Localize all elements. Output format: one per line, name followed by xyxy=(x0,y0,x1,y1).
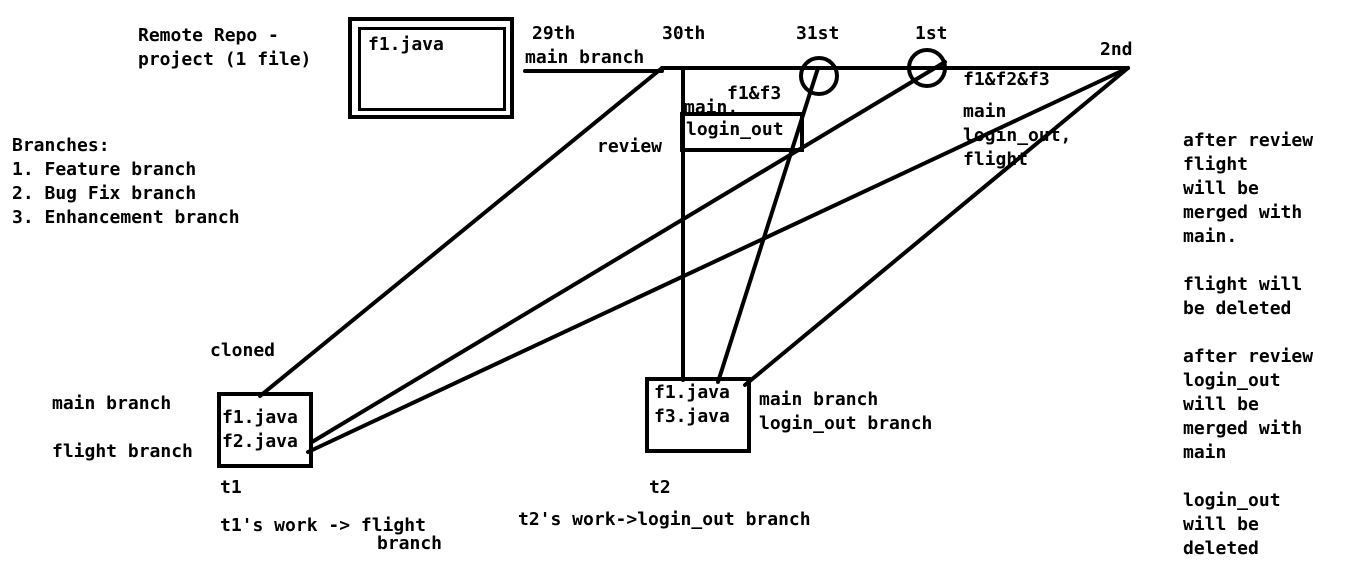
f1f2f3-label: f1&f2&f3 xyxy=(963,69,1050,90)
remote-file-label: f1.java xyxy=(368,34,444,55)
note-line: login_out xyxy=(1183,490,1281,511)
date-1st: 1st xyxy=(915,23,948,44)
t1-main-branch-label: main branch xyxy=(52,393,172,414)
after-1st-line2: login_out, xyxy=(963,125,1072,146)
review-box xyxy=(680,112,804,152)
after-1st-line3: flight xyxy=(963,149,1029,170)
branch-item-feature: 1. Feature branch xyxy=(12,159,197,180)
t1-repo-box xyxy=(217,392,313,468)
branches-heading: Branches: xyxy=(12,135,110,156)
t1-work-line2: branch xyxy=(377,533,443,554)
review-label: review xyxy=(597,136,663,157)
note-line: deleted xyxy=(1183,538,1259,559)
t1-cloned-label: cloned xyxy=(210,340,276,361)
review-box-line2: login_out xyxy=(686,119,784,140)
note-line: flight will xyxy=(1183,274,1303,295)
remote-repo-title-line1: Remote Repo - xyxy=(138,25,279,46)
note-line: will be xyxy=(1183,394,1259,415)
date-30th: 30th xyxy=(662,23,706,44)
t2-login-branch-label: login_out branch xyxy=(759,413,933,434)
note-line: after review xyxy=(1183,346,1314,367)
t1-file-2: f2.java xyxy=(222,431,298,452)
note-line: after review xyxy=(1183,130,1314,151)
t2-repo-box xyxy=(645,377,751,453)
note-line: main. xyxy=(1183,226,1238,247)
t1-clone-line xyxy=(258,66,664,398)
note-line: merged with xyxy=(1183,418,1303,439)
f1f3-label: f1&f3 xyxy=(727,83,782,104)
merge-circle-31st xyxy=(799,56,839,96)
branch-item-enhancement: 3. Enhancement branch xyxy=(12,207,240,228)
t1-work-line1: t1's work -> flight xyxy=(220,515,426,536)
t2-work-label: t2's work->login_out branch xyxy=(518,509,811,530)
remote-repo-box-outer xyxy=(348,17,514,119)
t2-main-branch-label: main branch xyxy=(759,389,879,410)
after-1st-line1: main xyxy=(963,101,1007,122)
t1-name: t1 xyxy=(220,477,242,498)
t1-file-1: f1.java xyxy=(222,407,298,428)
branch-item-bugfix: 2. Bug Fix branch xyxy=(12,183,197,204)
t2-file-2: f3.java xyxy=(654,406,730,427)
date-2nd: 2nd xyxy=(1100,39,1133,60)
note-line: will be xyxy=(1183,514,1259,535)
t1-flight-line-2nd xyxy=(306,66,1130,454)
t2-login-line-2nd xyxy=(743,66,1130,387)
t2-name: t2 xyxy=(649,477,671,498)
main-branch-label: main branch xyxy=(525,47,645,68)
note-line: merged with xyxy=(1183,202,1303,223)
note-line: be deleted xyxy=(1183,298,1292,319)
t2-file-1: f1.java xyxy=(654,382,730,403)
remote-repo-title-line2: project (1 file) xyxy=(138,49,312,70)
t1-flight-branch-label: flight branch xyxy=(52,441,193,462)
date-31st: 31st xyxy=(796,23,840,44)
note-line: main xyxy=(1183,442,1227,463)
date-29th: 29th xyxy=(532,23,576,44)
note-line: login_out xyxy=(1183,370,1281,391)
remote-repo-box-inner xyxy=(358,27,506,111)
note-line: flight xyxy=(1183,154,1249,175)
t1-flight-line-1st xyxy=(310,60,947,444)
merge-circle-1st xyxy=(907,48,947,88)
note-line: will be xyxy=(1183,178,1259,199)
